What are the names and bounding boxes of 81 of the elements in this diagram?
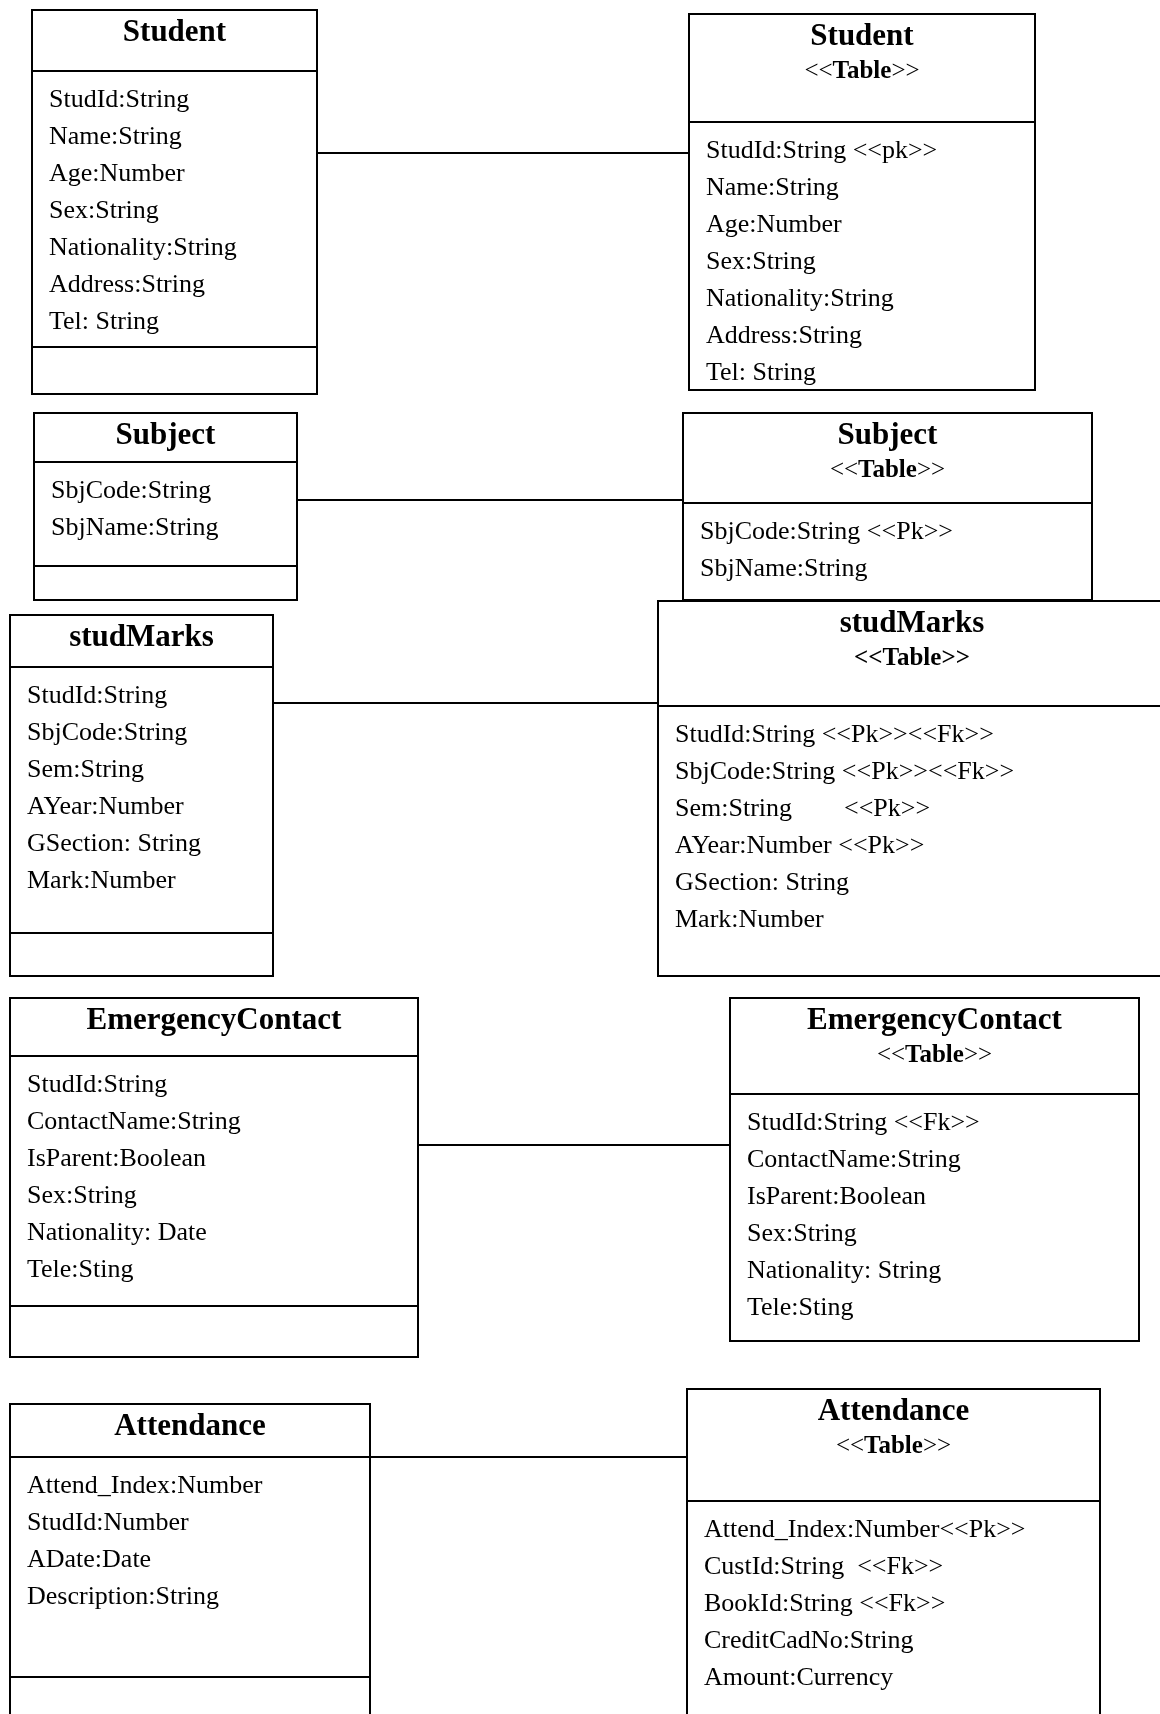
attribute-text: SbjCode:String <<Pk>><<Fk>> <box>675 755 1015 787</box>
attribute-text: Age:Number <box>49 157 185 189</box>
class-box <box>9 614 274 977</box>
attribute-text: SbjName:String <box>700 552 868 584</box>
attribute-text: Nationality: Date <box>27 1216 207 1248</box>
class-name: Attendance <box>817 1392 970 1428</box>
attribute-text: IsParent:Boolean <box>747 1180 927 1212</box>
class-box <box>686 1388 1101 1714</box>
attribute-text: Nationality:String <box>706 282 894 314</box>
class-name: EmergencyContact <box>86 1001 342 1037</box>
association-line <box>297 499 683 501</box>
class-name: studMarks <box>69 618 214 654</box>
attribute-text: Age:Number <box>706 208 842 240</box>
attribute-text: GSection: String <box>27 827 202 859</box>
association-line <box>273 702 658 704</box>
attribute-text: SbjName:String <box>51 511 219 543</box>
class-name: Attendance <box>114 1407 266 1443</box>
attribute-text: StudId:String <box>49 83 190 115</box>
stereotype-text: <<Table>> <box>804 55 920 85</box>
class-box <box>682 412 1093 601</box>
attribute-text: ADate:Date <box>27 1543 152 1575</box>
attribute-text: CreditCadNo:String <box>704 1624 914 1656</box>
attribute-text: Address:String <box>706 319 862 351</box>
class-name: Subject <box>837 416 938 452</box>
attribute-text: Attend_Index:Number <box>27 1469 263 1501</box>
attribute-text: ContactName:String <box>27 1105 241 1137</box>
attribute-text: IsParent:Boolean <box>27 1142 207 1174</box>
attribute-text: AYear:Number <box>27 790 184 822</box>
attribute-text: StudId:String <<Pk>><<Fk>> <box>675 718 994 750</box>
class-box <box>688 13 1036 391</box>
attribute-text: Tel: String <box>49 305 160 337</box>
class-box <box>9 997 419 1358</box>
stereotype-text: <<Table>> <box>876 1039 993 1069</box>
attribute-text: AYear:Number <<Pk>> <box>675 829 925 861</box>
stereotype-text: <<Table>> <box>854 642 970 672</box>
attribute-text: Nationality: String <box>747 1254 942 1286</box>
attribute-text: Sex:String <box>747 1217 857 1249</box>
attribute-text: StudId:String <<pk>> <box>706 134 938 166</box>
class-name: studMarks <box>839 604 985 640</box>
attribute-text: Attend_Index:Number<<Pk>> <box>704 1513 1026 1545</box>
class-box <box>31 9 318 395</box>
attribute-text: GSection: String <box>675 866 850 898</box>
association-line <box>317 152 689 154</box>
attribute-text: SbjCode:String <box>27 716 188 748</box>
association-line <box>418 1144 730 1146</box>
attribute-text: SbjCode:String <box>51 474 212 506</box>
attribute-text: Sem:String <box>27 753 144 785</box>
class-box <box>729 997 1140 1342</box>
attribute-text: SbjCode:String <<Pk>> <box>700 515 953 547</box>
attribute-text: Tel: String <box>706 356 817 388</box>
class-name: EmergencyContact <box>807 1001 1062 1037</box>
attribute-text: Mark:Number <box>675 903 824 935</box>
attribute-text: Description:String <box>27 1580 220 1612</box>
attribute-text: Sex:String <box>27 1179 137 1211</box>
attribute-text: Amount:Currency <box>704 1661 894 1693</box>
attribute-text: StudId:Number <box>27 1506 189 1538</box>
attribute-text: Mark:Number <box>27 864 176 896</box>
class-box <box>657 600 1160 977</box>
attribute-text: Nationality:String <box>49 231 237 263</box>
association-line <box>370 1456 687 1458</box>
stereotype-text: <<Table>> <box>829 454 946 484</box>
attribute-text: Tele:Sting <box>27 1253 134 1285</box>
attribute-text: Address:String <box>49 268 205 300</box>
class-name: Student <box>122 13 227 49</box>
attribute-text: ContactName:String <box>747 1143 961 1175</box>
attribute-text: Sem:String <<Pk>> <box>675 792 931 824</box>
class-box <box>9 1403 371 1714</box>
attribute-text: Name:String <box>49 120 182 152</box>
class-box <box>33 412 298 601</box>
attribute-text: StudId:String <<Fk>> <box>747 1106 980 1138</box>
attribute-text: Sex:String <box>706 245 816 277</box>
class-name: Student <box>810 17 914 53</box>
class-name: Subject <box>115 416 216 452</box>
attribute-text: Tele:Sting <box>747 1291 854 1323</box>
attribute-text: StudId:String <box>27 679 168 711</box>
attribute-text: Name:String <box>706 171 839 203</box>
attribute-text: CustId:String <<Fk>> <box>704 1550 944 1582</box>
attribute-text: StudId:String <box>27 1068 168 1100</box>
attribute-text: BookId:String <<Fk>> <box>704 1587 946 1619</box>
stereotype-text: <<Table>> <box>835 1430 952 1460</box>
attribute-text: Sex:String <box>49 194 159 226</box>
